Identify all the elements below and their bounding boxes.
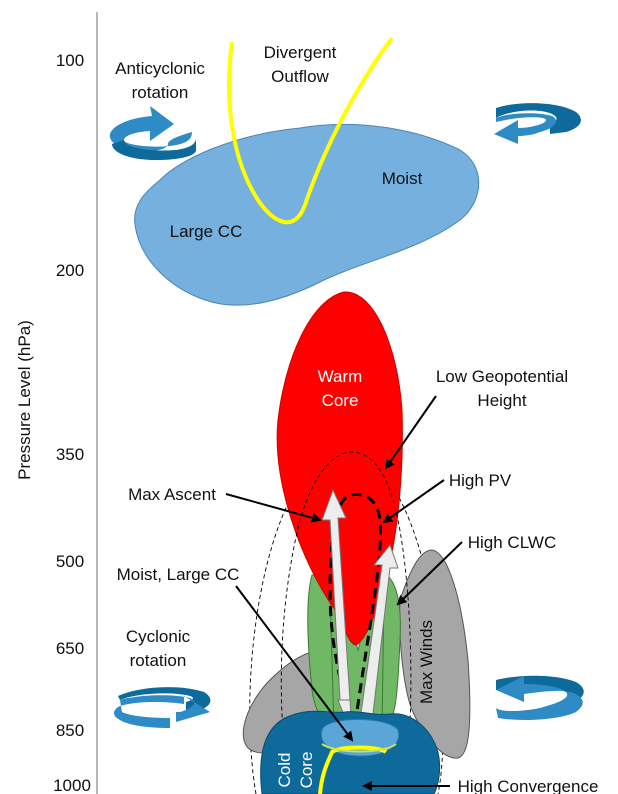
large-cc-label: Large CC — [170, 222, 243, 241]
convergence-yellow-line — [318, 745, 388, 794]
high-pv-label: High PV — [449, 471, 512, 490]
max-ascent-arrow-left — [321, 488, 351, 701]
upper-cloud-shape — [134, 123, 480, 306]
high-pv-dashed-outline — [328, 492, 382, 731]
cyclonic-arrow-left — [114, 687, 211, 728]
convergence-yellow-line-2 — [321, 743, 397, 753]
high-convergence-label: High Convergence — [458, 777, 599, 794]
low-geopotential-dashed — [280, 451, 412, 794]
rotation-label: rotation — [130, 651, 187, 670]
low-geopotential-pointer — [384, 395, 437, 470]
low-geopotential-label: Low Geopotential — [436, 367, 568, 386]
tick-200: 200 — [56, 261, 84, 280]
tick-650: 650 — [56, 639, 84, 658]
high-pv-pointer — [382, 479, 445, 524]
tick-850: 850 — [56, 721, 84, 740]
core-label: Core — [322, 391, 359, 410]
cyclonic-label: Cyclonic — [126, 627, 191, 646]
outflow-label: Outflow — [271, 67, 329, 86]
high-clwc-label: High CLWC — [468, 533, 556, 552]
moist-large-cc-label: Moist, Large CC — [117, 565, 240, 584]
tick-1000: 1000 — [53, 776, 91, 794]
warm-label: Warm — [318, 367, 363, 386]
max-winds-right-shape — [399, 549, 471, 759]
tick-100: 100 — [56, 51, 84, 70]
cold-label: Cold — [275, 753, 294, 788]
height-label: Height — [477, 391, 526, 410]
divergent-outflow-line — [227, 36, 394, 225]
high-clwc-pointer — [396, 541, 463, 606]
anticyclonic-label: Anticyclonic — [115, 59, 205, 78]
max-ascent-pointer — [225, 493, 322, 523]
anticyclonic-arrow-right — [494, 103, 581, 144]
cyclonic-arrow-right — [496, 675, 584, 720]
axis-title: Pressure Level (hPa) — [15, 320, 34, 480]
max-ascent-label: Max Ascent — [128, 485, 216, 504]
max-ascent-arrow-right — [359, 543, 399, 723]
anticyclonic-label-2: rotation — [132, 83, 189, 102]
tick-350: 350 — [56, 445, 84, 464]
anticyclonic-arrow-left — [109, 106, 196, 160]
warm-core-shape — [276, 291, 403, 646]
moist-label: Moist — [382, 169, 423, 188]
max-winds-label: Max Winds — [417, 620, 436, 704]
cold-core-label: Core — [297, 752, 316, 789]
moist-large-cc-pointer — [235, 585, 354, 742]
tick-500: 500 — [56, 552, 84, 571]
divergent-label: Divergent — [264, 43, 337, 62]
